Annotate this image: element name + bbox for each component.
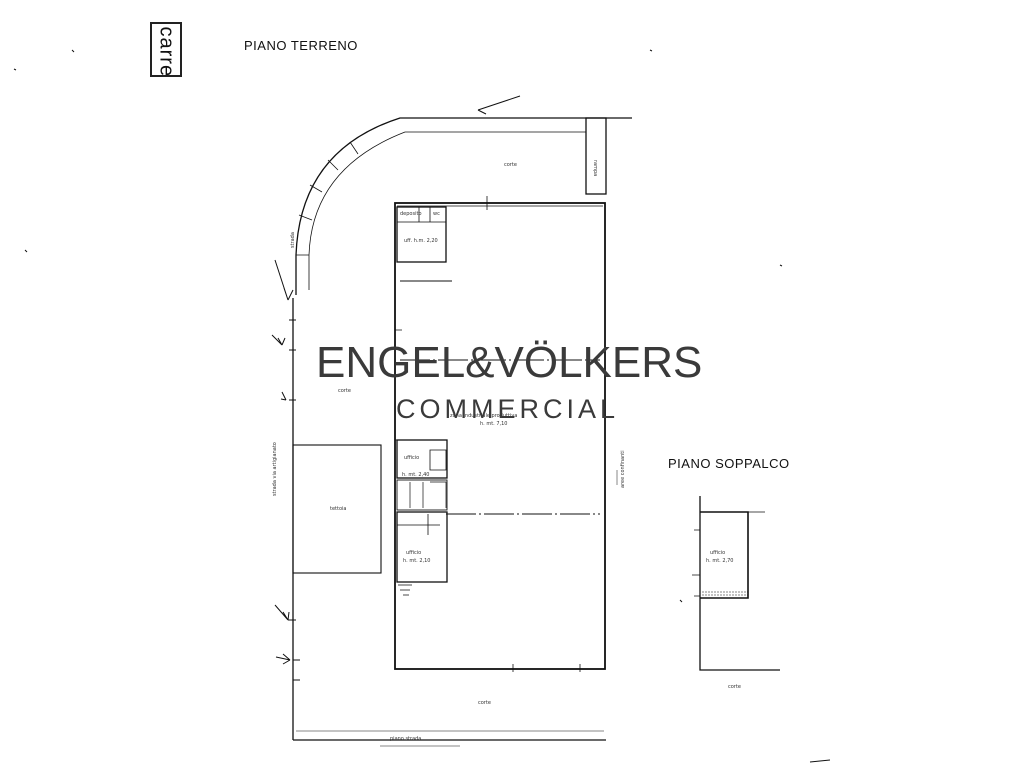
stamp-text: carre	[155, 26, 178, 78]
label-office-mid: ufficio	[404, 455, 420, 461]
label-office-low-height: h. mt. 2,10	[403, 558, 431, 564]
label-storage: deposito	[400, 211, 422, 217]
label-right-side: aree confinanti	[620, 450, 626, 488]
label-office-low: ufficio	[406, 550, 422, 556]
label-office-mid-height: h. mt. 2,40	[402, 472, 430, 478]
label-bottom-note: piano strada	[390, 736, 422, 742]
label-courtyard-top: corte	[504, 162, 517, 168]
stamp-box: carre	[150, 22, 182, 77]
label-mezz-office: ufficio	[710, 550, 726, 556]
label-right-strip-top: rampa	[592, 160, 598, 177]
ground-floor-title: PIANO TERRENO	[244, 38, 358, 53]
label-courtyard-left: corte	[338, 388, 351, 394]
label-main-hall-height: h. mt. 7,10	[480, 421, 508, 427]
label-mezz-office-height: h. mt. 2,70	[706, 558, 734, 564]
watermark-division: COMMERCIAL	[396, 394, 620, 424]
watermark-brand: ENGEL&VÖLKERS	[316, 338, 703, 387]
label-courtyard-bottom: corte	[478, 700, 491, 706]
label-shelter: tettoia	[330, 506, 347, 512]
label-left-street: strada via artigianato	[272, 442, 278, 496]
label-side-strip: strada	[290, 232, 296, 248]
label-office-small: uff. h.m. 2,20	[404, 238, 438, 244]
label-wc: wc	[433, 211, 440, 217]
label-courtyard-mezz: corte	[728, 684, 741, 690]
label-main-hall: zona industriale produttiva	[450, 413, 518, 419]
mezzanine-title: PIANO SOPPALCO	[668, 456, 790, 471]
